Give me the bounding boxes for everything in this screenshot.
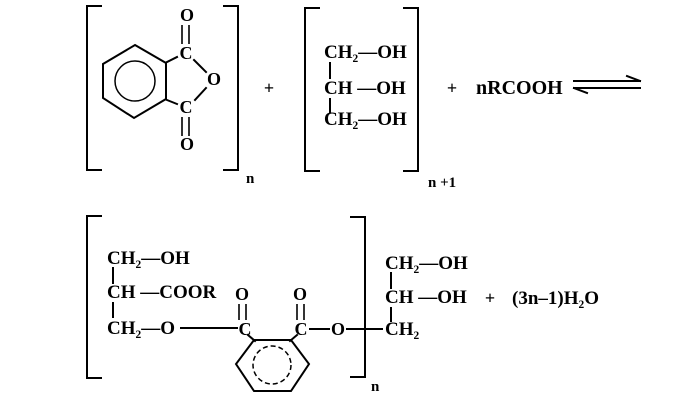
glycerol-left-bracket [304, 7, 320, 172]
equilibrium-arrow-reverse [572, 86, 641, 95]
aromatic-circle-bottom [252, 345, 292, 385]
product-right-row3: CH₂ [385, 319, 420, 340]
bond-ring-cbot [165, 98, 179, 106]
atom-c-bot: C [180, 97, 193, 117]
product-subscript: n [371, 379, 380, 395]
benzene-ring-bottom [234, 339, 311, 392]
atom-o-right-top: O [293, 284, 307, 304]
atom-o-top: O [180, 5, 194, 25]
plus-sign-3: + [485, 288, 495, 308]
anhydride-right-bracket [223, 5, 239, 171]
anhydride-left-bracket [86, 5, 102, 171]
glycerol-subscript: n +1 [428, 175, 456, 191]
product-left-row3: CH₂—O [107, 318, 175, 339]
acid-formula: nRCOOH [476, 77, 563, 99]
atom-o-bot: O [180, 134, 194, 154]
plus-sign-2: + [447, 78, 457, 98]
equilibrium-arrow [572, 74, 642, 95]
equilibrium-arrow-forward [573, 74, 642, 83]
product-right-row2: CH —OH [385, 287, 467, 308]
atom-c-top: C [180, 43, 193, 63]
bond-omid-cbot [193, 86, 208, 102]
product-left-bracket [86, 215, 102, 379]
water-formula: (3n–1)H₂O [512, 288, 599, 309]
product-right-row1: CH₂—OH [385, 253, 468, 274]
bond-ctop-omid [192, 58, 208, 74]
product-left-row2: CH —COOR [107, 282, 217, 303]
glycerol-row2: CH —OH [324, 78, 406, 99]
glycerol-row3: CH₂—OH [324, 109, 407, 130]
atom-o-ester: O [331, 319, 345, 339]
bond-ring-ctop [165, 55, 179, 64]
bond-cright-ring [288, 333, 299, 343]
atom-o-mid: O [207, 69, 221, 89]
bond-cleft-ring [246, 333, 257, 343]
atom-o-left-top: O [235, 284, 249, 304]
atom-c-right: C [295, 319, 308, 339]
product-right-bracket [350, 216, 366, 378]
plus-sign-1: + [264, 78, 274, 98]
aromatic-circle-top [114, 60, 156, 102]
glycerol-row1: CH₂—OH [324, 42, 407, 63]
benzene-ring-top [102, 43, 167, 120]
glycerol-right-bracket [403, 7, 419, 172]
anhydride-subscript: n [246, 171, 255, 187]
product-left-row1: CH₂—OH [107, 248, 190, 269]
